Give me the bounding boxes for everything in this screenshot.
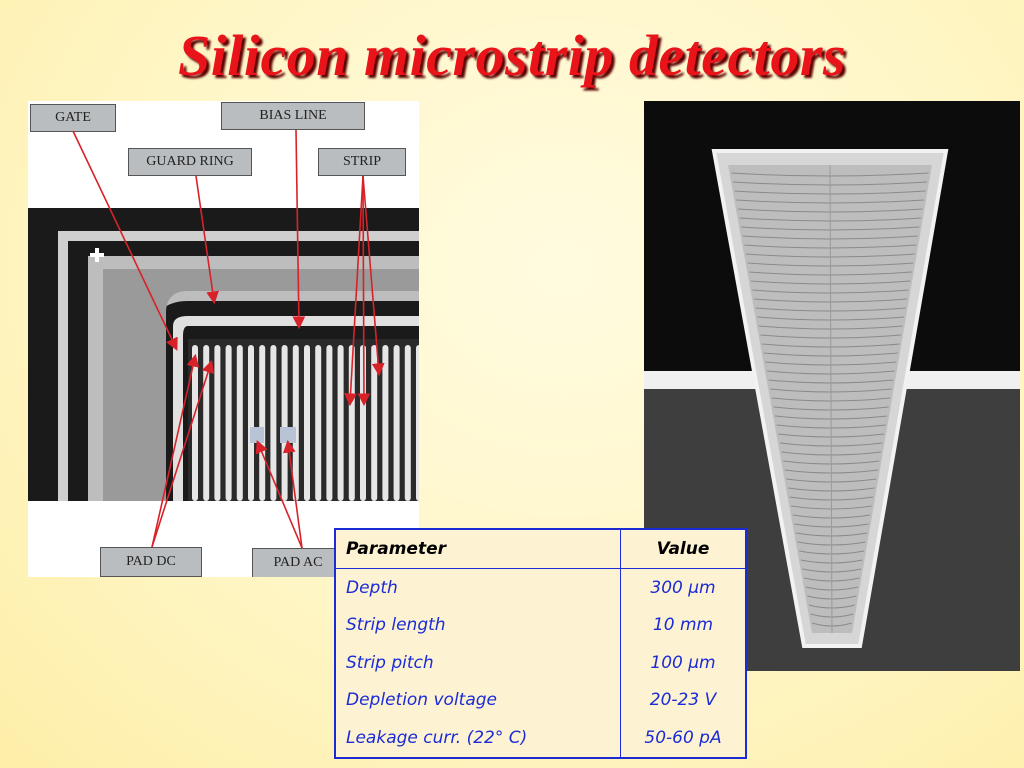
callout-guard-ring: GUARD RING <box>128 148 252 176</box>
table-header-row: Parameter Value <box>335 529 746 569</box>
table-row: Depletion voltage 20-23 V <box>335 681 746 719</box>
table-row: Strip length 10 mm <box>335 606 746 644</box>
param-value: 50-60 pA <box>644 727 722 748</box>
callout-bias-line: BIAS LINE <box>221 102 365 130</box>
param-value: 10 mm <box>652 615 714 636</box>
slide-title: Silicon microstrip detectors <box>177 23 847 88</box>
param-name: Leakage curr. (22° C) <box>335 719 621 758</box>
table-row: Depth 300 μm <box>335 568 746 607</box>
table-row: Strip pitch 100 μm <box>335 644 746 682</box>
param-name: Depth <box>335 568 621 607</box>
header-value: Value <box>620 529 746 569</box>
param-name: Strip pitch <box>335 644 621 682</box>
callout-strip: STRIP <box>318 148 406 176</box>
header-parameter: Parameter <box>335 529 621 569</box>
param-value: 100 μm <box>650 652 716 673</box>
detector-layout-image: GATE BIAS LINE GUARD RING STRIP PAD DC P… <box>28 101 419 577</box>
callout-gate: GATE <box>30 104 116 132</box>
param-name: Strip length <box>335 606 621 644</box>
table-row: Leakage curr. (22° C) 50-60 pA <box>335 719 746 758</box>
callout-pad-dc: PAD DC <box>100 547 202 577</box>
parameters-table: Parameter Value Depth 300 μm Strip lengt… <box>334 528 747 759</box>
param-name: Depletion voltage <box>335 681 621 719</box>
param-value: 300 μm <box>650 577 716 598</box>
callout-pad-ac: PAD AC <box>252 548 344 577</box>
param-value: 20-23 V <box>649 690 717 711</box>
